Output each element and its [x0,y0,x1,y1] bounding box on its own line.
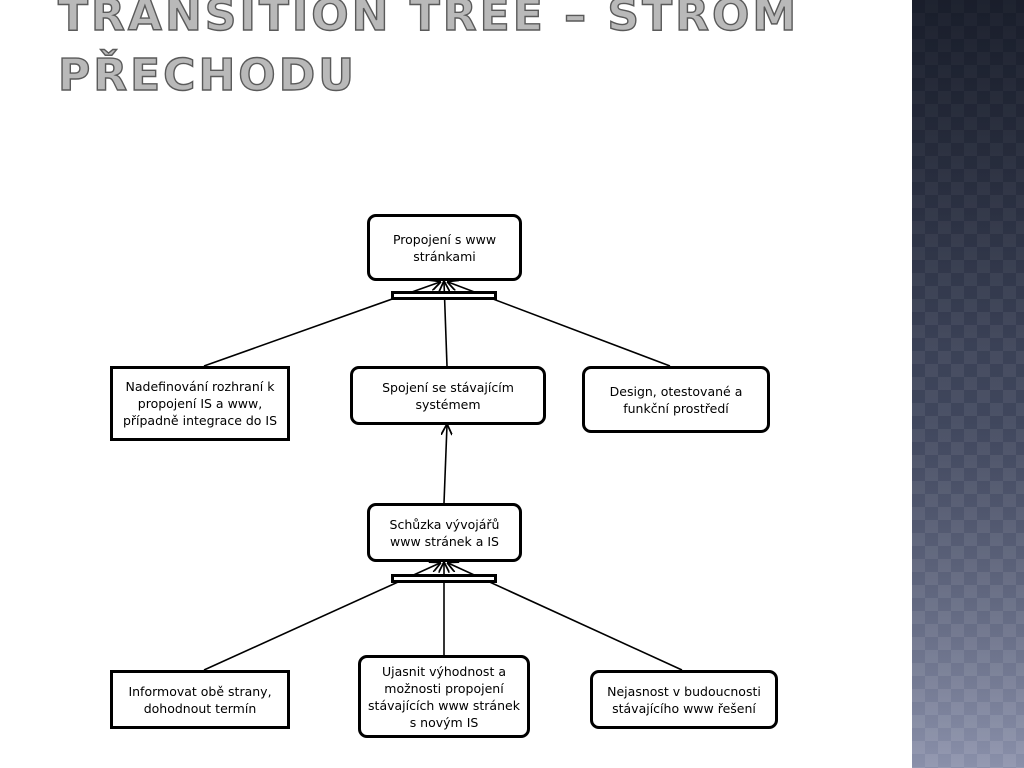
node-meeting-label: Schůzka vývojářů www stránek a IS [389,516,500,549]
node-left-bottom-label: Informovat obě strany, dohodnout termín [128,683,272,716]
node-right-bottom: Nejasnost v budoucnosti stávajícího www … [590,670,778,729]
node-center-mid: Spojení se stávajícím systémem [350,366,546,425]
node-left-bottom: Informovat obě strany, dohodnout termín [110,670,290,729]
node-center-bottom: Ujasnit výhodnost a možnosti propojení s… [358,655,530,738]
node-right-mid-label: Design, otestované a funkční prostředí [609,383,743,416]
node-left-mid: Nadefinování rozhraní k propojení IS a w… [110,366,290,441]
node-center-bottom-label: Ujasnit výhodnost a možnosti propojení s… [368,663,520,730]
node-root: Propojení s www stránkami [367,214,522,281]
edge-meeting-to-center-mid [444,425,447,504]
and-connector-bar-top [391,291,497,300]
node-meeting: Schůzka vývojářů www stránek a IS [367,503,522,562]
slide-title: Transition tree – strom přechodu [57,0,800,102]
node-right-mid: Design, otestované a funkční prostředí [582,366,770,433]
node-right-bottom-label: Nejasnost v budoucnosti stávajícího www … [607,683,761,716]
node-left-mid-label: Nadefinování rozhraní k propojení IS a w… [122,379,278,428]
node-root-label: Propojení s www stránkami [392,231,497,264]
node-center-mid-label: Spojení se stávajícím systémem [382,379,514,412]
and-connector-bar-bottom [391,574,497,583]
side-decoration-panel [912,0,1024,768]
